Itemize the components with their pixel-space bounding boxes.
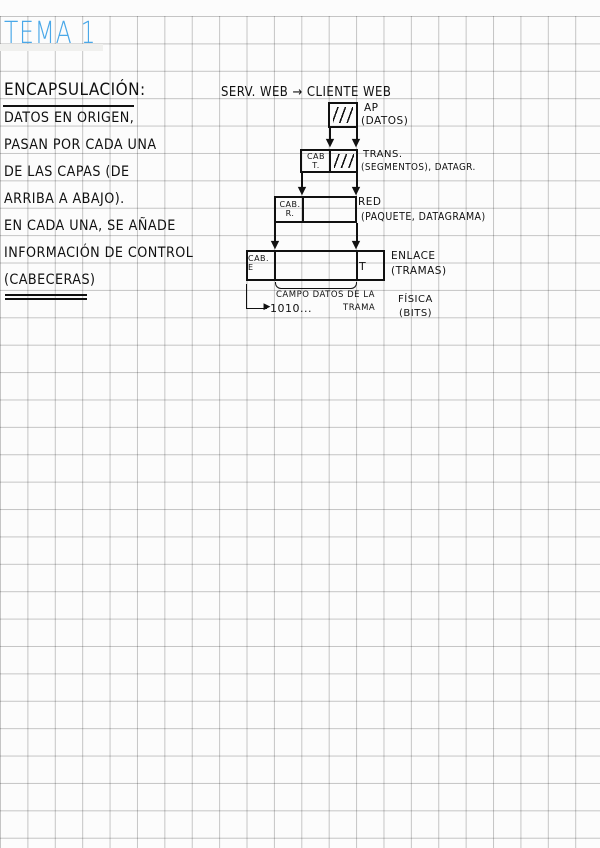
arrow-stem [301, 173, 303, 189]
layer-desc-ap: (DATOS) [361, 115, 409, 127]
section-heading: ENCAPSULACIÓN: [4, 80, 146, 100]
arrow-right-icon: ▶ [263, 302, 271, 312]
arrow-down-icon: ▼ [351, 184, 361, 197]
layer-name-trans: TRANS. [363, 149, 403, 160]
arrow-stem [274, 223, 276, 243]
ap-data-box [328, 102, 358, 128]
bits-sequence: 1010... [270, 302, 312, 315]
arrow-stem [329, 128, 331, 142]
data-field-brace [275, 282, 357, 289]
arrow-down-icon: ▼ [297, 184, 307, 197]
layer-name-red: RED [358, 196, 382, 208]
red-header-label: CAB. R. [279, 200, 301, 218]
divider [274, 252, 276, 279]
enlace-header-label: CAB. E [248, 254, 270, 272]
trans-header-label: CAB T. [306, 152, 326, 170]
title-highlight [0, 44, 103, 51]
arrow-down-icon: ▼ [351, 136, 361, 149]
arrow-stem [356, 173, 358, 189]
note-line: ARRIBA A ABAJO). [4, 191, 125, 207]
data-hatch [333, 107, 353, 123]
layer-name-fisica: FÍSICA [398, 294, 433, 305]
layer-desc-fisica: (BITS) [399, 308, 433, 319]
layer-desc-red: (PAQUETE, DATAGRAMA) [361, 211, 486, 223]
divider [329, 151, 331, 171]
layer-name-enlace: ENLACE [391, 250, 436, 262]
layer-desc-trans: (SEGMENTOS), DATAGR. [361, 162, 476, 173]
arrow-down-icon: ▼ [351, 238, 361, 251]
brace-label-line1: CAMPO DATOS DE LA [276, 290, 375, 300]
page-title: TEMA 1 [4, 16, 97, 51]
note-line: DATOS EN ORIGEN, [4, 110, 135, 126]
red-packet-box: CAB. R. [274, 196, 357, 223]
brace-label-line2: TRAMA [343, 303, 376, 313]
divider [356, 252, 358, 279]
trans-segment-box: CAB T. [300, 149, 358, 173]
enlace-trailer-label: T [359, 260, 367, 273]
enlace-frame-box: CAB. E T [246, 250, 385, 281]
note-line: EN CADA UNA, SE AÑADE [4, 218, 176, 234]
note-line: DE LAS CAPAS (DE [4, 164, 130, 180]
note-line: PASAN POR CADA UNA [4, 137, 157, 153]
data-hatch [334, 154, 354, 168]
note-line: (CABECERAS) [4, 272, 96, 288]
note-line: INFORMACIÓN DE CONTROL [4, 245, 194, 261]
arrow-down-icon: ▼ [325, 136, 335, 149]
arrow-stem [356, 128, 358, 142]
arrow-stem [356, 223, 358, 243]
double-underline [5, 294, 87, 296]
heading-underline [3, 105, 134, 107]
diagram-header: SERV. WEB → CLIENTE WEB [221, 85, 392, 100]
layer-name-ap: AP [364, 102, 379, 114]
layer-desc-enlace: (TRAMAS) [391, 265, 447, 277]
divider [302, 198, 304, 221]
arrow-down-icon: ▼ [270, 238, 280, 251]
bits-arrow [246, 284, 267, 309]
double-underline [5, 298, 87, 300]
